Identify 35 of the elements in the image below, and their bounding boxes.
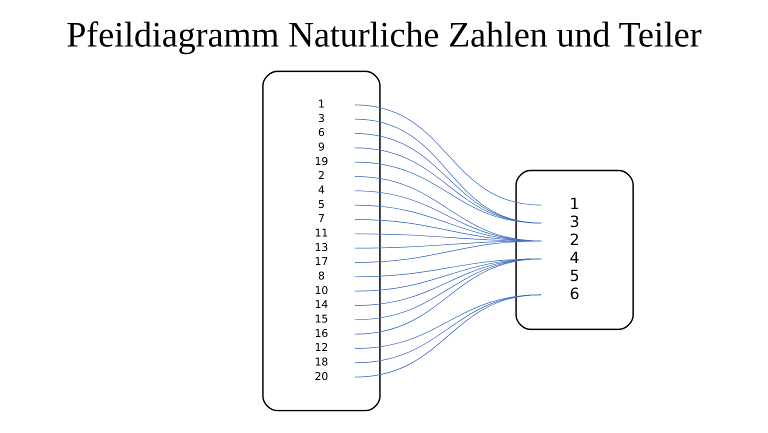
node-text: 15 — [314, 312, 328, 326]
node-text: 16 — [314, 326, 328, 340]
node-text: 14 — [314, 298, 328, 312]
node-text: 9 — [318, 140, 325, 154]
connector — [354, 147, 542, 224]
node-text: 2 — [318, 169, 325, 182]
cluster — [515, 170, 634, 330]
node-text: 1 — [318, 97, 325, 110]
connector — [354, 258, 542, 334]
node-text: 12 — [314, 341, 328, 354]
node-text: 2 — [570, 231, 580, 250]
connector — [354, 294, 542, 378]
node-text: 10 — [314, 284, 328, 297]
connector — [354, 104, 542, 206]
node-text: 6 — [570, 284, 580, 303]
node-text: 8 — [318, 269, 325, 282]
node-text: 18 — [314, 355, 328, 368]
node-text: 13 — [314, 240, 328, 254]
node-text: 3 — [318, 112, 325, 125]
node-text: 5 — [570, 266, 580, 285]
node-text: 1 — [570, 195, 580, 214]
connector — [354, 240, 542, 263]
node-text: 11 — [314, 226, 328, 240]
diagram-title: Pfeildiagramm Naturliche Zahlen und Teiler — [66, 14, 702, 54]
node-text: 7 — [318, 212, 325, 226]
node-text: 6 — [318, 126, 325, 140]
cluster — [262, 70, 381, 412]
node-text: 19 — [314, 154, 328, 168]
node-text: 17 — [314, 255, 328, 268]
node-text: 3 — [570, 213, 580, 232]
node-text: 4 — [318, 183, 325, 196]
node-text: 4 — [570, 248, 580, 267]
node-text: 5 — [318, 198, 325, 211]
connector — [354, 162, 542, 224]
node-text: 20 — [314, 370, 328, 383]
